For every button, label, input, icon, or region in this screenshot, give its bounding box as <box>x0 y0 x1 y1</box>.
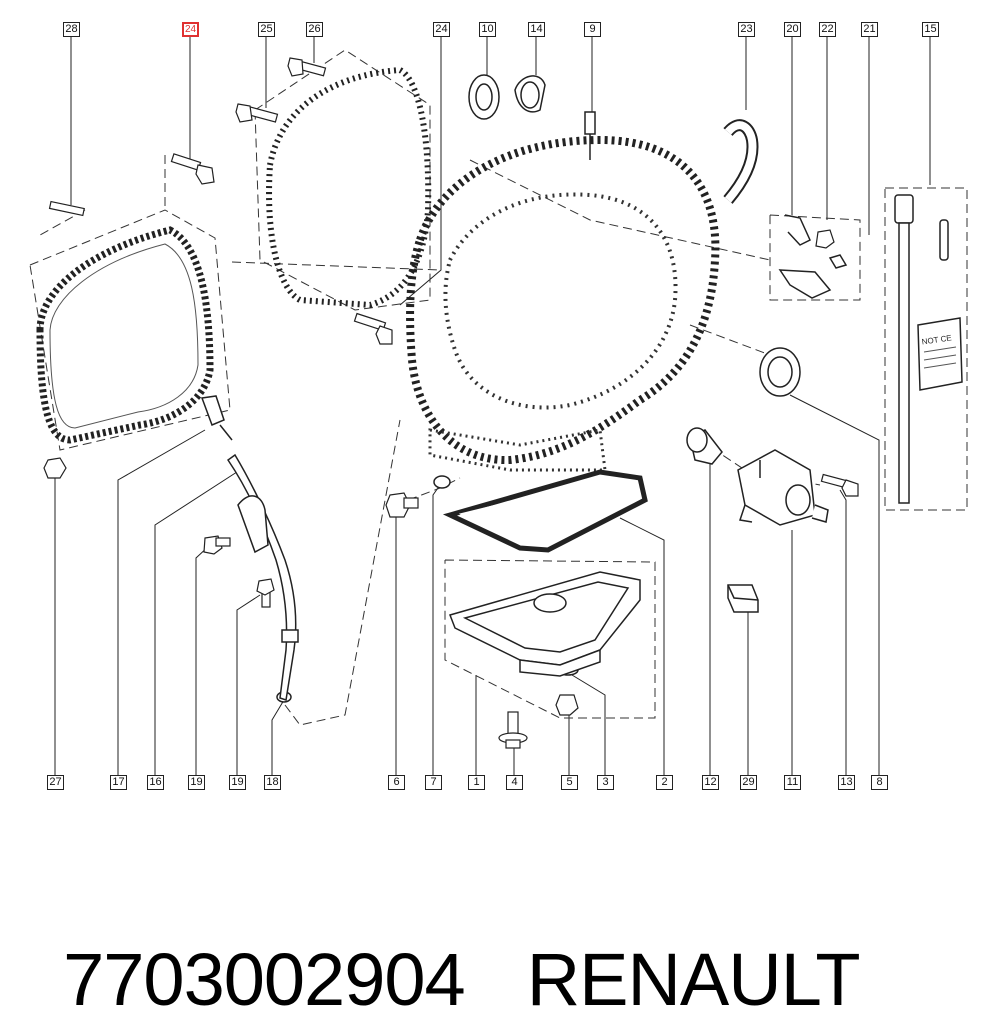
bolt-24 <box>353 312 393 345</box>
callout-label-2[interactable]: 2 <box>656 775 673 790</box>
leader-line-2 <box>619 517 665 775</box>
callout-label-25[interactable]: 25 <box>258 22 275 37</box>
sensor-17 <box>200 395 233 441</box>
callout-label-19a[interactable]: 19 <box>188 775 205 790</box>
oil-pan <box>449 571 641 677</box>
drain-plug-5 <box>555 694 579 716</box>
callout-label-7[interactable]: 7 <box>425 775 442 790</box>
leader-line-17 <box>117 429 206 775</box>
oil-pan-gasket-inner <box>458 478 637 541</box>
callout-label-12[interactable]: 12 <box>702 775 719 790</box>
callout-label-1[interactable]: 1 <box>468 775 485 790</box>
nut-27 <box>43 457 67 479</box>
callout-label-17[interactable]: 17 <box>110 775 127 790</box>
bolt-19b <box>256 578 275 608</box>
manual-booklet: NOT CE <box>917 317 963 391</box>
callout-label-24[interactable]: 24 <box>433 22 450 37</box>
bolt-4 <box>498 711 528 749</box>
callout-label-14[interactable]: 14 <box>528 22 545 37</box>
callout-label-27[interactable]: 27 <box>47 775 64 790</box>
bracket-20 <box>778 214 832 299</box>
leader-line-19b <box>236 594 261 775</box>
sensor-9 <box>584 111 596 160</box>
bolt-13 <box>820 473 859 497</box>
callout-label-29[interactable]: 29 <box>740 775 757 790</box>
callout-label-5[interactable]: 5 <box>561 775 578 790</box>
dashed-outline-pan-group <box>444 559 656 719</box>
leader-line-24 <box>399 37 442 306</box>
callout-label-11[interactable]: 11 <box>784 775 801 790</box>
bolt-22 <box>815 229 835 249</box>
callout-label-28[interactable]: 28 <box>63 22 80 37</box>
leader-line-13 <box>839 489 847 775</box>
callout-label-16[interactable]: 16 <box>147 775 164 790</box>
gearbox-housing-detail <box>443 192 678 410</box>
dashed-outline-housing-cover <box>254 49 431 311</box>
hose-23-inner <box>724 121 757 203</box>
callout-label-13[interactable]: 13 <box>838 775 855 790</box>
callout-label-15[interactable]: 15 <box>922 22 939 37</box>
callout-label-26[interactable]: 26 <box>306 22 323 37</box>
bolt-26 <box>287 57 327 77</box>
callout-label-19b[interactable]: 19 <box>229 775 246 790</box>
callout-label-10[interactable]: 10 <box>479 22 496 37</box>
oil-pan-gasket <box>442 469 648 553</box>
leader-line-7 <box>432 484 441 775</box>
oil-cooler-11 <box>737 449 829 526</box>
part-caption: 7703002904 RENAULT <box>24 860 860 1020</box>
leader-line-18 <box>271 699 285 775</box>
callout-label-24-highlighted[interactable]: 24 <box>182 22 199 37</box>
leader-line-16 <box>154 469 241 775</box>
callout-label-3[interactable]: 3 <box>597 775 614 790</box>
dashed-outline-dipstick-box <box>884 187 968 511</box>
oil-seal-10 <box>468 74 500 120</box>
dipstick-tube-16 <box>226 453 299 701</box>
callout-label-21[interactable]: 21 <box>861 22 878 37</box>
filter-12 <box>686 427 723 465</box>
part-number: 7703002904 <box>63 938 466 1021</box>
leader-line-19a <box>195 544 211 775</box>
bolt-25 <box>235 103 279 123</box>
housing-gasket <box>36 226 214 444</box>
callout-label-6[interactable]: 6 <box>388 775 405 790</box>
clip-21 <box>828 254 848 269</box>
bolt-19a <box>203 535 231 555</box>
gearbox-housing <box>406 135 720 465</box>
dashed-outline-bracket-group <box>769 214 861 301</box>
stud-28 <box>48 200 85 217</box>
dashed-flow-line-b <box>469 159 771 261</box>
callout-label-20[interactable]: 20 <box>784 22 801 37</box>
callout-label-4[interactable]: 4 <box>506 775 523 790</box>
dashed-flow-line-dipstick <box>284 419 401 726</box>
housing-gasket-inner <box>49 243 199 429</box>
callout-label-8[interactable]: 8 <box>871 775 888 790</box>
dashed-flow-line-c <box>689 324 771 356</box>
exploded-parts-diagram: NOT CE <box>29 37 968 775</box>
manual-booklet-text: NOT CE <box>921 333 952 346</box>
leader-line-3 <box>571 674 606 775</box>
o-ring-7 <box>433 475 451 489</box>
callout-label-22[interactable]: 22 <box>819 22 836 37</box>
dashed-outline-gasket-group <box>29 209 231 451</box>
callout-label-9[interactable]: 9 <box>584 22 601 37</box>
leader-line-8 <box>789 394 880 775</box>
bolt-24-highlighted <box>170 153 215 185</box>
block-29 <box>727 584 759 613</box>
dashed-flow-line-a <box>231 261 441 271</box>
gearbox-housing-bottom <box>428 428 607 472</box>
callout-label-23[interactable]: 23 <box>738 22 755 37</box>
brand-name: RENAULT <box>526 938 861 1021</box>
housing-cover <box>266 66 432 309</box>
oil-seal-14 <box>514 75 546 113</box>
dipstick-15 <box>894 194 949 504</box>
callout-label-18[interactable]: 18 <box>264 775 281 790</box>
oil-seal-8 <box>759 347 801 397</box>
drain-plug-6 <box>385 492 419 518</box>
